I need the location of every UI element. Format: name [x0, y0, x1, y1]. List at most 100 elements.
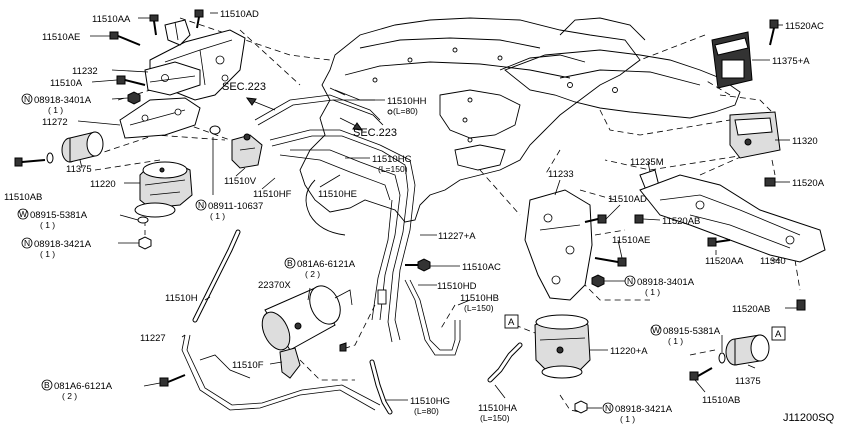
label-11220A: 11220+A	[610, 346, 648, 357]
len-11510HC: (L=150)	[378, 164, 408, 174]
bolt-11510AA	[149, 14, 159, 36]
bolt-11520A	[764, 177, 776, 187]
label-11232: 11232	[72, 66, 98, 77]
label-11510AB-left: 11510AB	[4, 192, 42, 203]
bolt-081A6-6121A-top	[339, 342, 347, 352]
qty-08918-3401A-right: ( 1 )	[645, 287, 660, 297]
label-11510AD-top: 11510AD	[220, 9, 259, 20]
front-left-mount-bracket-11232	[144, 61, 201, 96]
label-11510HF: 11510HF	[253, 189, 292, 200]
label-08911-10637: 08911-10637	[208, 201, 263, 212]
qty-081A6-6121A-top: ( 2 )	[305, 269, 320, 279]
nut-08918-3421A-left	[138, 236, 152, 250]
label-08918-3421A-right: 08918-3421A	[615, 404, 673, 415]
qty-08911-10637: ( 1 )	[210, 211, 225, 221]
qty-08918-3421A-left: ( 1 )	[40, 249, 55, 259]
label-11510V: 11510V	[224, 176, 257, 187]
bolt-11510AC	[405, 258, 431, 272]
len-11510HA: (L=150)	[480, 413, 510, 423]
n-prefix-right-2: N	[605, 403, 611, 413]
n-prefix-left: N	[24, 94, 30, 104]
washer-08915-5381A-right	[718, 352, 726, 364]
pipe-bundle-11227A	[371, 184, 416, 343]
bolt-11510A	[116, 75, 146, 86]
w-prefix-left: W	[19, 209, 27, 219]
bolt-11520AB-right	[796, 299, 806, 311]
nut-08918-3421A-right	[574, 400, 588, 414]
label-11520AA: 11520AA	[705, 256, 744, 267]
ref-box-A-right-text: A	[775, 329, 782, 340]
b-symbol-081A6-6121A-top	[284, 257, 296, 269]
label-11220: 11220	[90, 179, 116, 190]
transmission-bracket-11233	[524, 189, 593, 301]
bolt-11520AC	[769, 19, 779, 46]
label-08918-3401A-left: 08918-3401A	[34, 95, 92, 106]
bolt-11520AB-mid	[634, 214, 644, 224]
qty-08918-3401A-left: ( 1 )	[48, 105, 63, 115]
label-11227: 11227	[140, 333, 166, 344]
label-11227A: 11227+A	[438, 231, 476, 242]
transmission-housing-outline	[504, 49, 741, 119]
label-11520A: 11520A	[792, 178, 825, 189]
ref-box-A-right: A	[771, 326, 786, 341]
label-08918-3401A-right: 08918-3401A	[637, 277, 695, 288]
insulator-11375-left	[61, 131, 104, 163]
hose-11510H	[192, 229, 241, 323]
rear-crossmember-11340	[639, 174, 826, 263]
label-11510HB: 11510HB	[460, 293, 499, 304]
b-prefix-top: B	[287, 258, 293, 268]
w-symbol-08915-5381A-right	[650, 324, 662, 336]
n-prefix-08911: N	[198, 200, 204, 210]
n-prefix-right: N	[627, 276, 633, 286]
hose-11510HH-and-pipes	[254, 87, 416, 201]
bolt-11510AD-top	[194, 9, 204, 29]
qty-08915-5381A-left: ( 1 )	[40, 220, 55, 230]
n-prefix-left-2: N	[24, 238, 30, 248]
label-11510H: 11510H	[165, 293, 198, 304]
front-left-insulator-bracket-11272	[119, 97, 201, 139]
engine-mount-insulator-11220	[134, 161, 193, 218]
qty-08915-5381A-right: ( 1 )	[668, 336, 683, 346]
label-sec223-a: SEC.223	[222, 81, 266, 93]
n-symbol-08918-3421A-right	[602, 402, 614, 414]
n-symbol-08918-3401A-right	[624, 275, 636, 287]
insulator-11375-right	[725, 334, 770, 366]
label-11520AB-right: 11520AB	[732, 304, 770, 315]
engine-mount-insulator-11220A	[534, 314, 591, 379]
label-11510HC: 11510HC	[372, 154, 412, 165]
rear-insulator-11375A	[711, 31, 753, 89]
diagram-id: J11200SQ	[783, 412, 835, 424]
washer-08915-5381A-left	[137, 216, 149, 224]
bolt-11520AA	[707, 237, 731, 247]
pipe-11227	[181, 334, 381, 411]
w-symbol-08915-5381A-left	[17, 208, 29, 220]
label-11233: 11233	[548, 169, 574, 180]
clip-11510F	[279, 347, 301, 379]
label-11520AB-mid: 11520AB	[662, 216, 700, 227]
label-11510HD: 11510HD	[437, 281, 477, 292]
ref-box-A-mid-text: A	[508, 317, 515, 328]
label-11272: 11272	[42, 117, 68, 128]
bolt-11510AB-right	[689, 367, 713, 381]
rear-mount-insulator-11320	[729, 111, 781, 159]
hose-11510HG	[369, 359, 393, 415]
washer-left	[46, 152, 54, 164]
label-11510AB-right: 11510AB	[702, 395, 740, 406]
label-11510HG: 11510HG	[410, 396, 450, 407]
label-11235M: 11235M	[630, 157, 664, 168]
sec223-arrows	[245, 97, 364, 131]
vacuum-valve-11510V	[231, 133, 263, 169]
len-11510HG: (L=80)	[414, 406, 439, 416]
engine-block-outline	[299, 17, 646, 236]
nut-08918-3401A-right	[591, 274, 605, 288]
label-11510HE: 11510HE	[318, 189, 357, 200]
label-11375-left: 11375	[66, 164, 92, 175]
bolt-11510AE-top	[109, 31, 141, 46]
label-08918-3421A-left: 08918-3421A	[34, 239, 92, 250]
hose-11510HA	[487, 342, 523, 383]
bolt-081A6-6121A-bot	[159, 374, 186, 387]
label-11320: 11320	[792, 136, 818, 147]
hose-11510HD-11510HB	[404, 279, 461, 356]
label-11510AE-mid: 11510AE	[612, 235, 650, 246]
